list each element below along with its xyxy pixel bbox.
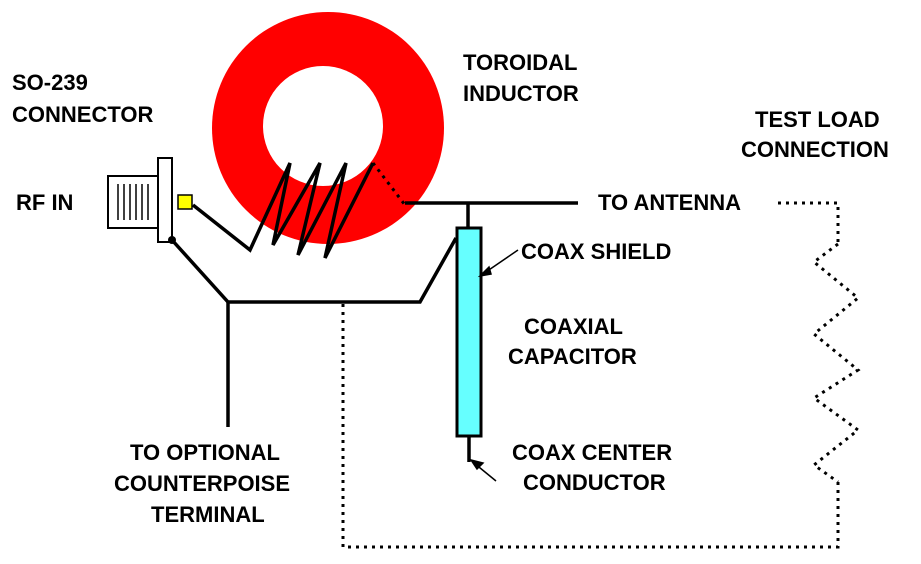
labels: SO-239 CONNECTOR RF IN TOROIDAL INDUCTOR…: [12, 50, 889, 527]
coaxial-capacitor-body: [455, 226, 483, 438]
counterpoise-label-line2: COUNTERPOISE: [114, 471, 290, 496]
rf-in-label: RF IN: [16, 190, 73, 215]
so239-label-line2: CONNECTOR: [12, 102, 153, 127]
to-antenna-label: TO ANTENNA: [598, 190, 741, 215]
toroid-hole: [263, 66, 383, 186]
test-load-top-lead: [778, 201, 840, 244]
connector-flange: [157, 157, 173, 243]
coax-center-arrowhead: [469, 458, 485, 471]
coax-center-label-line2: CONDUCTOR: [523, 470, 666, 495]
connector-ground-lug: [168, 236, 176, 244]
test-load-label-line2: CONNECTION: [741, 137, 889, 162]
coaxial-capacitor-label-line2: CAPACITOR: [508, 344, 637, 369]
connector-body: [107, 175, 161, 229]
winding-hidden-segment: [371, 162, 407, 206]
coax-center-label-line1: COAX CENTER: [512, 440, 672, 465]
annotation-arrows: [469, 249, 519, 482]
counterpoise-label-line3: TERMINAL: [151, 502, 265, 527]
ground-wire: [170, 237, 458, 304]
toroid-label-line1: TOROIDAL: [463, 50, 577, 75]
so239-label-line1: SO-239: [12, 70, 88, 95]
coax-shield-arrowhead: [477, 265, 492, 278]
coaxial-capacitor-label-line1: COAXIAL: [524, 314, 623, 339]
test-load-loop: [341, 201, 861, 549]
connector-center-pin: [177, 194, 193, 210]
toroid-label-line2: INDUCTOR: [463, 81, 579, 106]
coax-shield-label: COAX SHIELD: [521, 239, 671, 264]
test-load-label-line1: TEST LOAD: [755, 107, 880, 132]
winding-path: [191, 162, 375, 259]
test-load-bottom-lead: [341, 302, 840, 549]
so239-connector: [107, 157, 193, 244]
test-load-resistor-zigzag: [811, 242, 861, 484]
toroid-winding: [191, 162, 375, 259]
counterpoise-label-line1: TO OPTIONAL: [130, 440, 280, 465]
